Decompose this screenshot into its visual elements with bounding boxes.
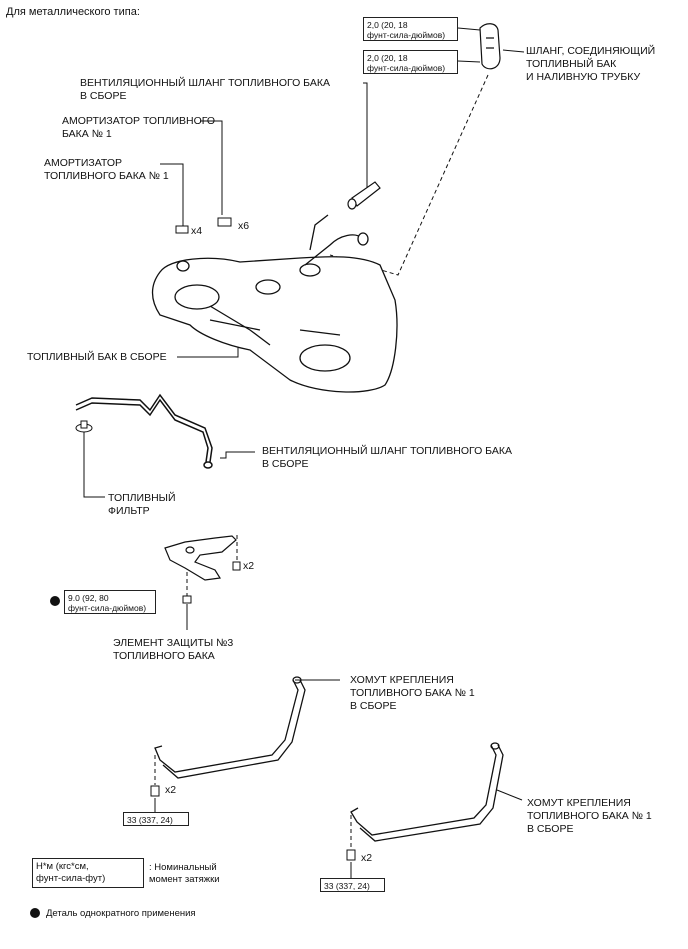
fuel-filter-part bbox=[75, 420, 93, 433]
protector-part bbox=[164, 535, 237, 581]
torque-band-a-bolt: 33 (337, 24) bbox=[123, 812, 189, 826]
leader-vent-hose-top bbox=[363, 82, 368, 190]
fuel-tank-part bbox=[151, 214, 398, 393]
qty-x6: x6 bbox=[238, 220, 250, 232]
protector-bolt-part bbox=[232, 561, 241, 571]
leader-fuel-filter bbox=[83, 432, 105, 498]
band-b-bolt-part bbox=[346, 849, 356, 861]
qty-x2-band-b: x2 bbox=[361, 852, 373, 864]
leader-band-b bbox=[496, 789, 523, 801]
legend-torque-box: Н*м (кгс*см, фунт-сила-фут) bbox=[32, 858, 144, 888]
leader-damper-1b bbox=[160, 163, 184, 226]
torque-protector-nut: 9.0 (92, 80 фунт-сила-дюймов) bbox=[64, 590, 156, 614]
label-fuel-filter: ТОПЛИВНЫЙ ФИЛЬТР bbox=[108, 492, 176, 517]
qty-x2-band-a: x2 bbox=[165, 784, 177, 796]
damper-part-x6 bbox=[217, 217, 232, 227]
label-fuel-tank: ТОПЛИВНЫЙ БАК В СБОРЕ bbox=[27, 351, 167, 363]
legend-one-time-text: Деталь однократного применения bbox=[46, 908, 196, 919]
label-vent-hose-top: ВЕНТИЛЯЦИОННЫЙ ШЛАНГ ТОПЛИВНОГО БАКА В С… bbox=[80, 77, 330, 102]
damper-part-x4 bbox=[175, 225, 189, 234]
band-a-part bbox=[154, 676, 306, 779]
label-band-a: ХОМУТ КРЕПЛЕНИЯ ТОПЛИВНОГО БАКА № 1 В СБ… bbox=[350, 674, 475, 712]
torque-hose-top: 2,0 (20, 18 фунт-сила-дюймов) bbox=[363, 17, 458, 41]
band-a-bolt-part bbox=[150, 785, 160, 797]
label-vent-hose-mid: ВЕНТИЛЯЦИОННЫЙ ШЛАНГ ТОПЛИВНОГО БАКА В С… bbox=[262, 445, 512, 470]
filler-hose-part bbox=[479, 23, 501, 70]
leader-hose-torque-bottom bbox=[457, 60, 481, 63]
label-damper-1b: АМОРТИЗАТОР ТОПЛИВНОГО БАКА № 1 bbox=[44, 157, 169, 182]
label-hose-connecting: ШЛАНГ, СОЕДИНЯЮЩИЙ ТОПЛИВНЫЙ БАК И НАЛИВ… bbox=[526, 45, 656, 83]
qty-x2-protector: x2 bbox=[243, 560, 255, 572]
leader-fuel-tank bbox=[177, 345, 239, 358]
leader-hose-connecting bbox=[502, 49, 525, 53]
band-b-part bbox=[350, 742, 504, 842]
dashed-hose-path bbox=[329, 74, 489, 276]
vent-hose-top-part bbox=[347, 181, 381, 210]
label-band-b: ХОМУТ КРЕПЛЕНИЯ ТОПЛИВНОГО БАКА № 1 В СБ… bbox=[527, 797, 652, 835]
leader-damper-1a bbox=[200, 120, 223, 215]
torque-band-b-bolt: 33 (337, 24) bbox=[320, 878, 385, 892]
leader-vent-hose-mid bbox=[220, 451, 255, 459]
torque-hose-bottom: 2,0 (20, 18 фунт-сила-дюймов) bbox=[363, 50, 458, 74]
page-title: Для металлического типа: bbox=[6, 6, 140, 18]
legend-torque-desc: : Номинальный момент затяжки bbox=[149, 862, 220, 885]
vent-hose-mid-part bbox=[75, 393, 213, 469]
label-damper-1a: АМОРТИЗАТОР ТОПЛИВНОГО БАКА № 1 bbox=[62, 115, 216, 140]
protector-nut-part bbox=[182, 595, 192, 604]
leader-hose-torque-top bbox=[457, 27, 481, 31]
qty-x4: x4 bbox=[191, 225, 203, 237]
legend-one-time-dot bbox=[30, 908, 40, 918]
label-protector: ЭЛЕМЕНТ ЗАЩИТЫ №3 ТОПЛИВНОГО БАКА bbox=[113, 637, 234, 662]
one-time-use-mark bbox=[50, 596, 60, 606]
